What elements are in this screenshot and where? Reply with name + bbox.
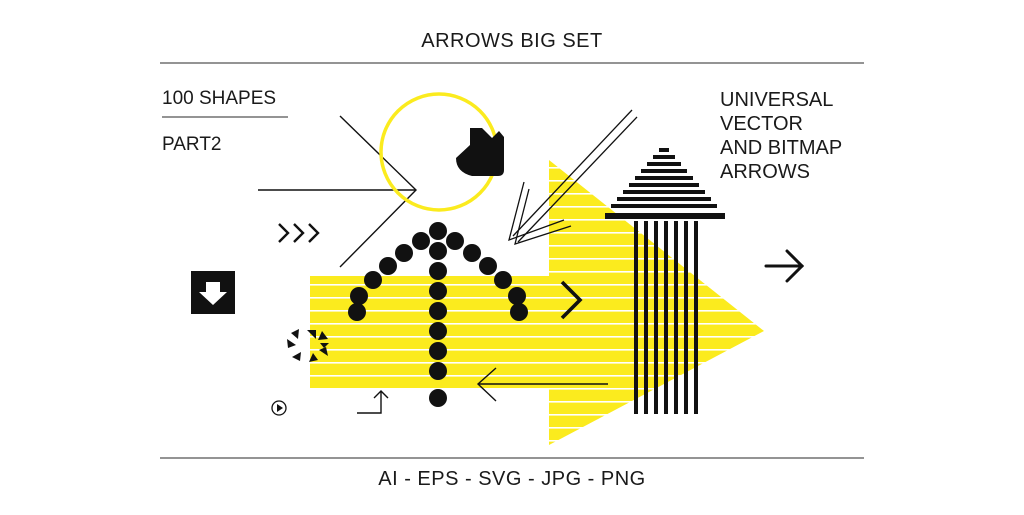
right-arrow-icon (764, 249, 805, 283)
poster-title: ARROWS BIG SET (421, 30, 603, 52)
double-line-arrow-icon (508, 109, 638, 245)
stacked-tree-arrow-icon (605, 148, 725, 414)
file-formats: AI - EPS - SVG - JPG - PNG (378, 468, 646, 490)
thin-left-arrow-icon (476, 367, 608, 402)
description-line-1: UNIVERSAL (720, 89, 834, 111)
triple-chevron-icon (278, 223, 320, 243)
heart-arrow-icon (456, 128, 504, 176)
description-block: UNIVERSAL VECTOR AND BITMAP ARROWS (720, 88, 880, 184)
corner-up-arrow-icon (357, 390, 389, 414)
chevron-line-arrow-icon (258, 115, 417, 268)
description-line-3: AND BITMAP (720, 137, 843, 159)
big-yellow-arrow-icon (310, 160, 764, 445)
description-line-4: ARROWS (720, 161, 810, 183)
chevron-right-icon (560, 280, 583, 320)
play-circle-icon (271, 400, 287, 416)
down-arrow-box-icon (191, 271, 235, 314)
converging-arrows-icon (287, 329, 329, 362)
description-line-2: VECTOR (720, 113, 803, 135)
dotted-up-arrow-icon (348, 222, 528, 407)
part-label: PART2 (162, 134, 222, 155)
shape-count-label: 100 SHAPES (162, 88, 277, 109)
